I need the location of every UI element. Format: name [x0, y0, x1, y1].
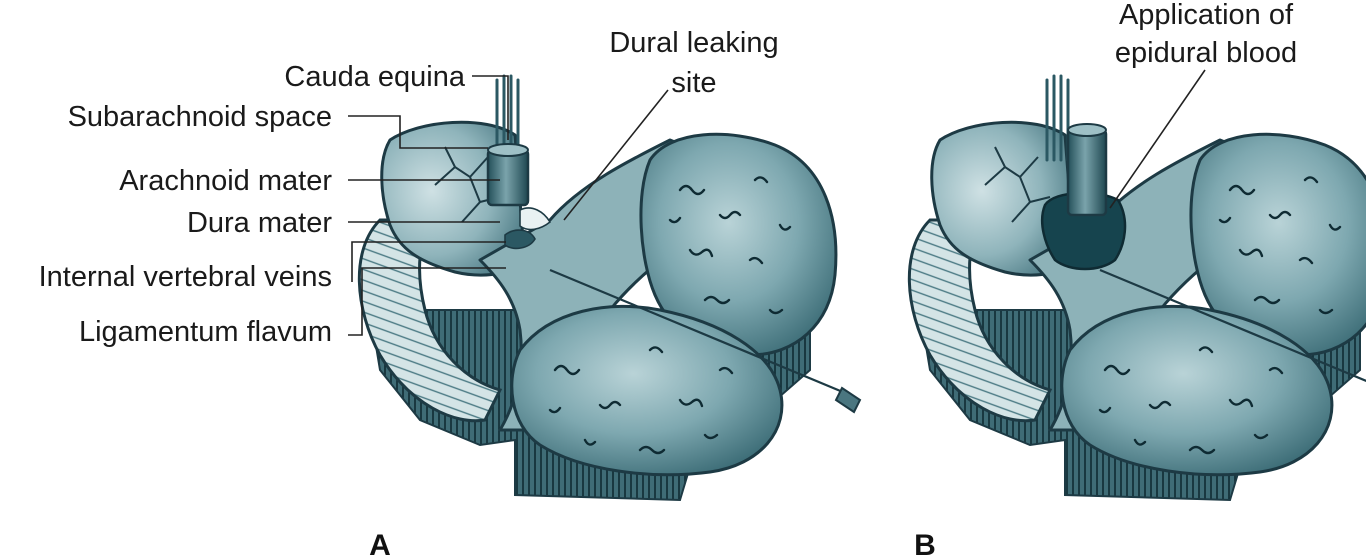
- label-dura-mater: Dura mater: [187, 207, 332, 239]
- label-ligamentum-flavum: Ligamentum flavum: [79, 316, 332, 348]
- label-subarachnoid-space: Subarachnoid space: [68, 101, 332, 133]
- panel-b-leader-line: [1109, 69, 1206, 209]
- panel-a-illustration: [357, 74, 862, 502]
- panel-a-leader-lines: [348, 75, 669, 336]
- label-arachnoid-mater: Arachnoid mater: [119, 165, 332, 197]
- label-cauda-equina: Cauda equina: [284, 61, 465, 93]
- panel-b-illustration: [907, 74, 1366, 502]
- label-dural-leaking-line2: site: [671, 67, 716, 99]
- label-blood-patch-line2: epidural blood: [1115, 37, 1297, 69]
- panel-label-a: A: [369, 529, 391, 560]
- panel-label-b: B: [914, 529, 936, 560]
- label-dural-leaking-line1: Dural leaking: [609, 27, 778, 59]
- label-internal-vertebral-veins: Internal vertebral veins: [39, 261, 332, 293]
- label-blood-patch-line1: Application of: [1119, 0, 1294, 31]
